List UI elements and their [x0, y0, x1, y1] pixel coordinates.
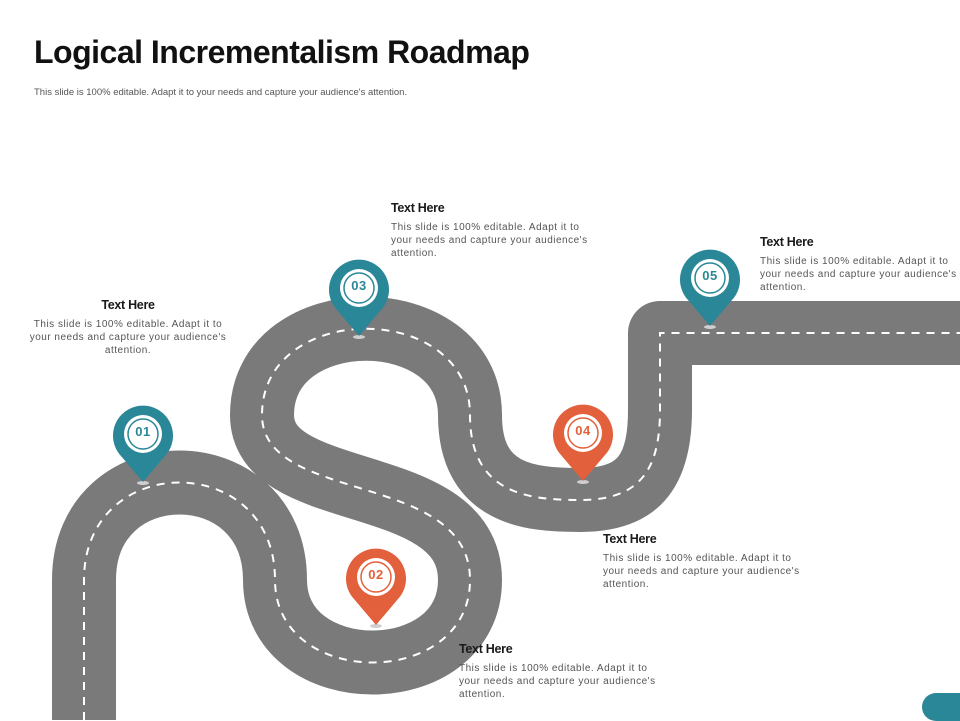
step-body: This slide is 100% editable. Adapt it to…: [391, 222, 588, 259]
marker-01: 01: [108, 400, 178, 486]
marker-05: 05: [675, 244, 745, 330]
step-body: This slide is 100% editable. Adapt it to…: [603, 553, 800, 590]
marker-02: 02: [341, 543, 411, 629]
step-heading: Text Here: [760, 235, 814, 249]
step-heading: Text Here: [101, 298, 155, 312]
step-body: This slide is 100% editable. Adapt it to…: [29, 319, 227, 356]
step-01-text: Text Here This slide is 100% editable. A…: [28, 298, 228, 357]
marker-number: 05: [702, 268, 718, 283]
step-heading: Text Here: [459, 642, 513, 656]
marker-04: 04: [548, 399, 618, 485]
marker-03: 03: [324, 254, 394, 340]
corner-tab: [922, 693, 960, 721]
slide-subtitle: This slide is 100% editable. Adapt it to…: [34, 87, 408, 98]
step-03-text: Text Here This slide is 100% editable. A…: [391, 201, 591, 260]
marker-number: 01: [135, 424, 151, 439]
step-body: This slide is 100% editable. Adapt it to…: [760, 256, 957, 293]
marker-number: 04: [575, 423, 591, 438]
step-02-text: Text Here This slide is 100% editable. A…: [459, 642, 659, 701]
marker-number: 03: [351, 278, 367, 293]
step-heading: Text Here: [391, 201, 445, 215]
step-05-text: Text Here This slide is 100% editable. A…: [760, 235, 960, 294]
step-04-text: Text Here This slide is 100% editable. A…: [603, 532, 803, 591]
marker-number: 02: [368, 567, 384, 582]
slide-title: Logical Incrementalism Roadmap: [34, 34, 530, 70]
step-body: This slide is 100% editable. Adapt it to…: [459, 663, 656, 700]
step-heading: Text Here: [603, 532, 657, 546]
road-center-dash: [83, 327, 960, 720]
